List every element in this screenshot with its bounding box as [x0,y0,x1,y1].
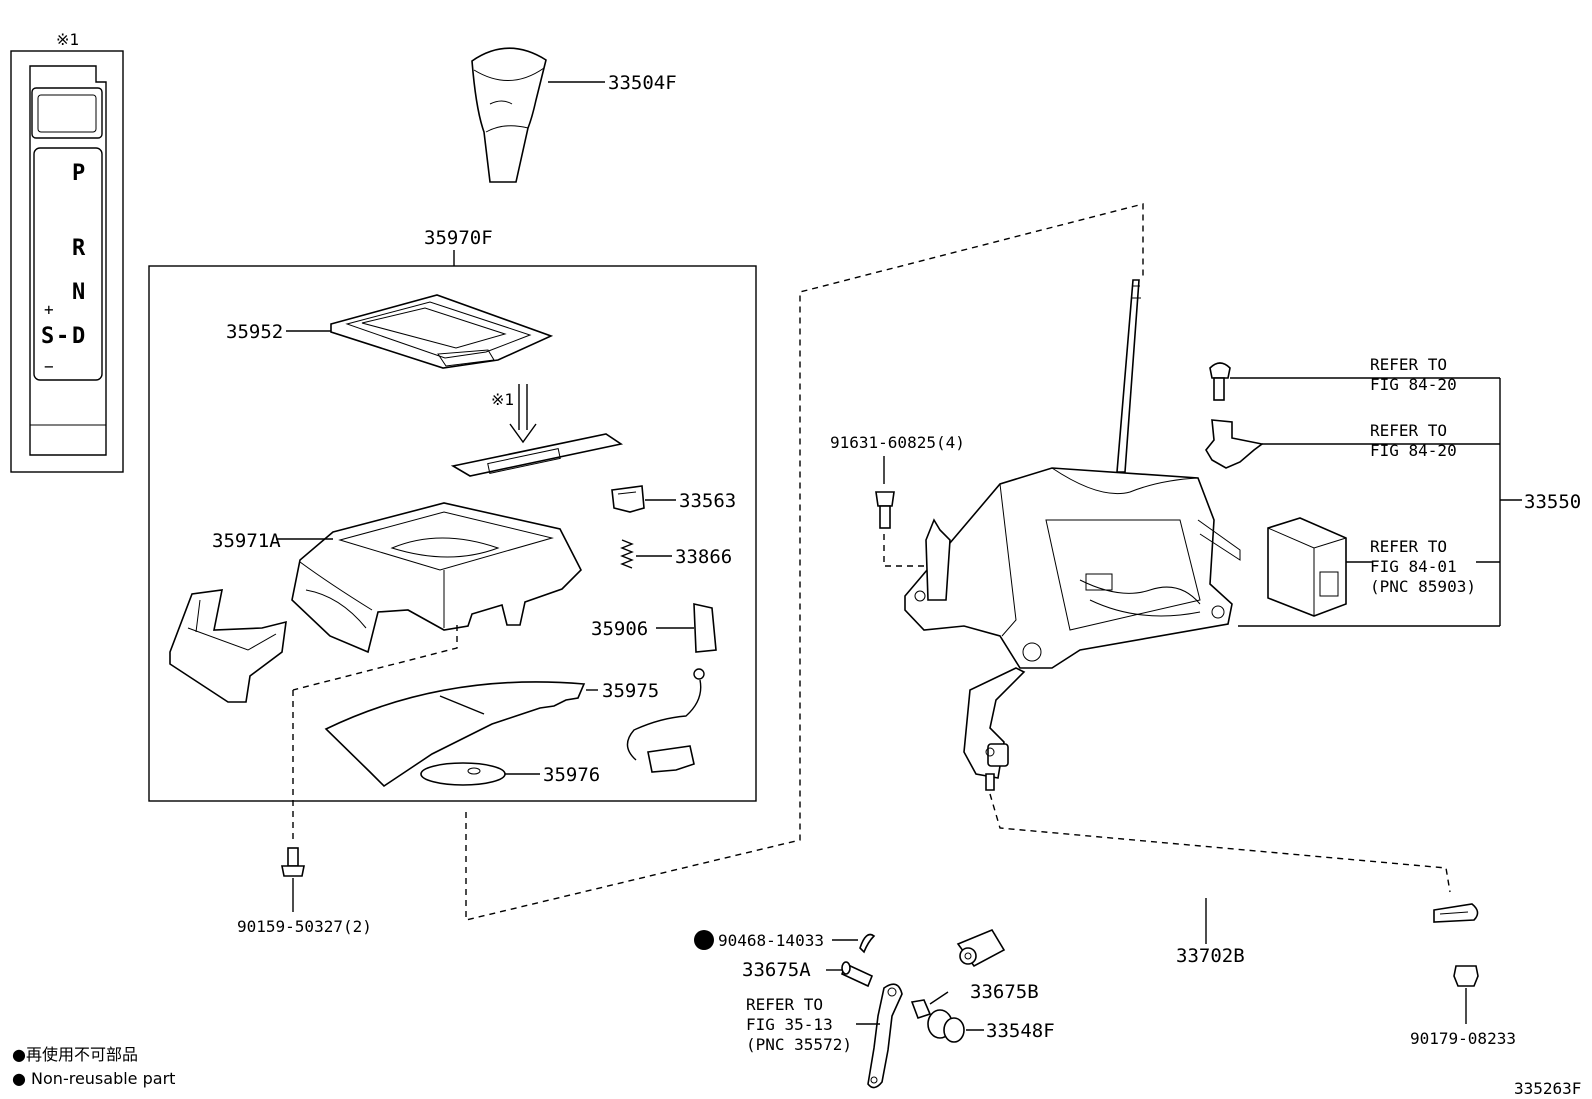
label-35952: 35952 [226,321,283,343]
bracket-33550: 33550 [1238,378,1581,627]
label-33548F: 33548F [986,1020,1055,1042]
gear-n: N [72,280,85,305]
part-nut-90179: 90179-08233 [1410,965,1516,1048]
marker-arrow: ※1 [491,384,537,444]
label-91631: 91631-60825(4) [830,433,965,452]
part-cable-33702B: 33702B [956,888,1479,968]
part-housing-35971A: 35971A [212,502,582,654]
label-35970F: 35970F [424,227,493,249]
part-bushing-33548F: 33548F [927,1009,1055,1043]
gear-r: R [72,236,86,261]
label-33675A: 33675A [742,959,811,981]
gear-dash: - [56,324,69,349]
part-bushing-33675B: 33675B [910,981,1039,1020]
gear-plus: + [44,300,54,319]
label-33702B: 33702B [1176,945,1245,967]
part-clip-90468: 90468-14033 [694,930,876,954]
legend-jp: ●再使用不可部品 [12,1045,138,1064]
gear-s: S [41,324,54,349]
ref-block-3: REFER TO FIG 84-01 (PNC 85903) [1370,537,1476,596]
part-ref-module [1267,517,1372,617]
ref1-line1: REFER TO [1370,355,1447,374]
part-spring-33866: 33866 [620,539,732,569]
shift-knob: 33504F [471,47,677,183]
label-90159: 90159-50327(2) [237,917,372,936]
label-33550: 33550 [1524,491,1581,513]
marker-label-arrow: ※1 [491,390,514,409]
part-ref-lever: REFER TO FIG 35-13 (PNC 35572) [746,983,903,1089]
part-light-35976: 35976 [420,762,600,786]
gear-p: P [72,161,85,186]
non-reusable-marker [694,930,714,950]
marker-label-top: ※1 [56,30,79,49]
dash-lever-cable [989,793,1451,893]
label-33675B: 33675B [970,981,1039,1003]
assembly-box: 35970F [148,227,757,802]
label-35906: 35906 [591,618,648,640]
ref3-line2: FIG 84-01 [1370,557,1457,576]
ref2-line2: FIG 84-20 [1370,441,1457,460]
dash-assembly-link [465,203,1144,921]
diagram-id: 335263F [1514,1079,1581,1098]
part-indicator-plate-35975: 35975 [324,680,659,788]
ref4-line2: FIG 35-13 [746,1015,833,1034]
part-solenoid-33563: 33563 [611,485,736,513]
legend: ●再使用不可部品 ● Non-reusable part [12,1045,175,1088]
part-bracket [169,589,287,703]
ref-block-1: REFER TO FIG 84-20 [1370,355,1457,394]
part-ref-bolt [1209,362,1500,401]
ref4-line1: REFER TO [746,995,823,1014]
label-90179: 90179-08233 [1410,1029,1516,1048]
part-bolt-91631: 91631-60825(4) [830,433,965,567]
dash-housing [292,625,458,691]
part-switch-35906: 35906 [591,602,717,653]
ref-block-2: REFER TO FIG 84-20 [1370,421,1457,460]
part-indicator-strip [450,433,624,477]
label-35976: 35976 [543,764,600,786]
legend-en: ● Non-reusable part [12,1069,175,1088]
part-shift-lever-33550 [904,279,1241,791]
ref3-line1: REFER TO [1370,537,1447,556]
ref1-line2: FIG 84-20 [1370,375,1457,394]
label-33866: 33866 [675,546,732,568]
label-90468: 90468-14033 [718,931,824,950]
part-screw-90159: 90159-50327(2) [237,847,372,936]
label-33504F: 33504F [608,72,677,94]
ref3-line3: (PNC 85903) [1370,577,1476,596]
part-wire-harness [626,668,705,773]
part-plate-35952: 35952 [226,294,554,369]
ref2-line1: REFER TO [1370,421,1447,440]
gear-minus: − [44,357,54,376]
part-ref-bracket [1205,419,1500,469]
ref4-line3: (PNC 35572) [746,1035,852,1054]
gear-indicator-panel: ※1 P R N S - D + − [10,30,124,473]
part-pin-33675A: 33675A [742,959,874,988]
gear-d: D [72,324,85,349]
label-33563: 33563 [679,490,736,512]
label-35971A: 35971A [212,530,281,552]
label-35975: 35975 [602,680,659,702]
